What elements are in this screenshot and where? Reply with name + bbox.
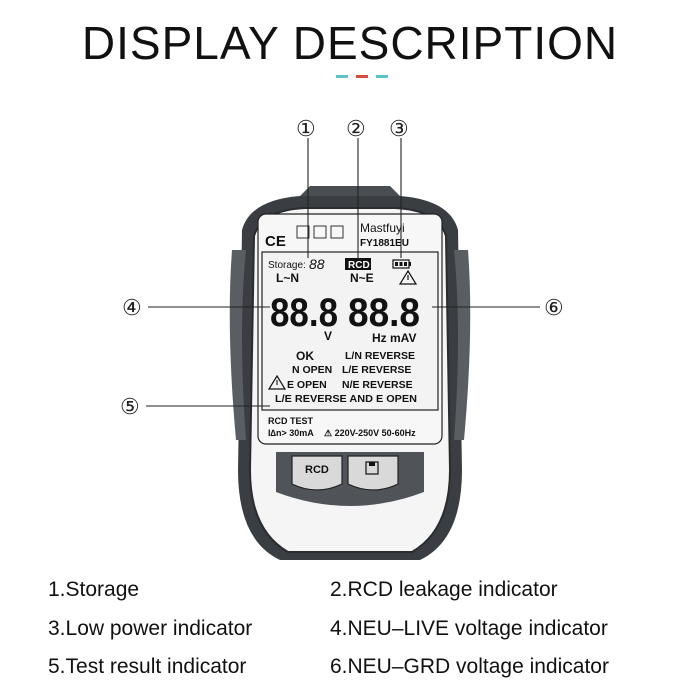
- legend-item-rcd-leakage: 2.RCD leakage indicator: [330, 578, 558, 601]
- cert-box-2: [313, 225, 327, 239]
- storage-digits: 88: [309, 256, 325, 272]
- accent-dash-left: [336, 75, 348, 78]
- result-ne-reverse: N/E REVERSE: [342, 379, 413, 391]
- rcd-test-label: RCD TEST: [268, 416, 314, 426]
- storage-button[interactable]: [347, 455, 399, 491]
- callout-4: ④: [122, 295, 142, 320]
- accent-dash-right: [376, 75, 388, 78]
- ne-label: N~E: [350, 271, 374, 285]
- device-top-bumper: [300, 186, 400, 196]
- legend-item-test-result: 5.Test result indicator: [48, 655, 247, 678]
- left-digits: 88.8: [270, 291, 338, 335]
- rcd-badge-bg: [345, 258, 371, 270]
- legend-item-storage: 1.Storage: [48, 578, 140, 601]
- callout-3: ③: [389, 116, 409, 141]
- brand-name: Mastfuyi: [360, 221, 405, 235]
- volt-unit: V: [324, 329, 332, 343]
- rcd-button-label: RCD: [305, 464, 329, 476]
- result-n-open: N OPEN: [292, 364, 332, 376]
- callout-6: ⑥: [544, 295, 564, 320]
- callout-lines: [146, 138, 540, 407]
- ce-mark: CE: [265, 233, 286, 250]
- ln-label: L~N: [276, 271, 299, 285]
- callout-5: ⑤: [120, 394, 140, 419]
- right-grip: [454, 250, 471, 440]
- left-grip: [229, 250, 246, 440]
- result-le-reverse-and-e-open: L/E REVERSE AND E OPEN: [275, 394, 417, 405]
- rcd-badge: RCD: [348, 260, 370, 271]
- storage-label: Storage:: [268, 260, 306, 271]
- result-ok: OK: [296, 349, 314, 363]
- right-digits: 88.8: [348, 291, 420, 335]
- callout-1: ①: [296, 116, 316, 141]
- cert-box-3: [330, 225, 344, 239]
- cert-box-1: [296, 225, 310, 239]
- legend-item-low-power: 3.Low power indicator: [48, 617, 253, 640]
- warning-triangle-icon: [398, 269, 418, 285]
- rcd-button[interactable]: RCD: [291, 455, 343, 491]
- battery-icon: [392, 259, 411, 269]
- storage-icon: [365, 461, 379, 475]
- model-name: FY1881EU: [360, 238, 409, 249]
- tester-diagram: CE Mastfuyi FY1881EU Storage: 88 RCD L~N…: [120, 116, 564, 560]
- result-ln-reverse: L/N REVERSE: [345, 350, 415, 362]
- result-warning-icon: [267, 374, 287, 390]
- rating-label: ⚠ 220V-250V 50-60Hz: [324, 428, 416, 438]
- result-e-open: E OPEN: [287, 379, 327, 391]
- result-le-reverse: L/E REVERSE: [342, 364, 411, 376]
- legend: 1.Storage 2.RCD leakage indicator 3.Low …: [0, 572, 700, 692]
- legend-item-neu-live: 4.NEU–LIVE voltage indicator: [330, 617, 608, 640]
- rcd-current-label: I∆n> 30mA: [268, 428, 314, 438]
- lcd-screen: [261, 251, 439, 411]
- right-units: Hz mAV: [372, 331, 416, 345]
- legend-item-neu-grd: 6.NEU–GRD voltage indicator: [330, 655, 609, 678]
- callout-2: ②: [346, 116, 366, 141]
- accent-dash-center: [356, 75, 368, 78]
- page-title: DISPLAY DESCRIPTION: [81, 17, 619, 69]
